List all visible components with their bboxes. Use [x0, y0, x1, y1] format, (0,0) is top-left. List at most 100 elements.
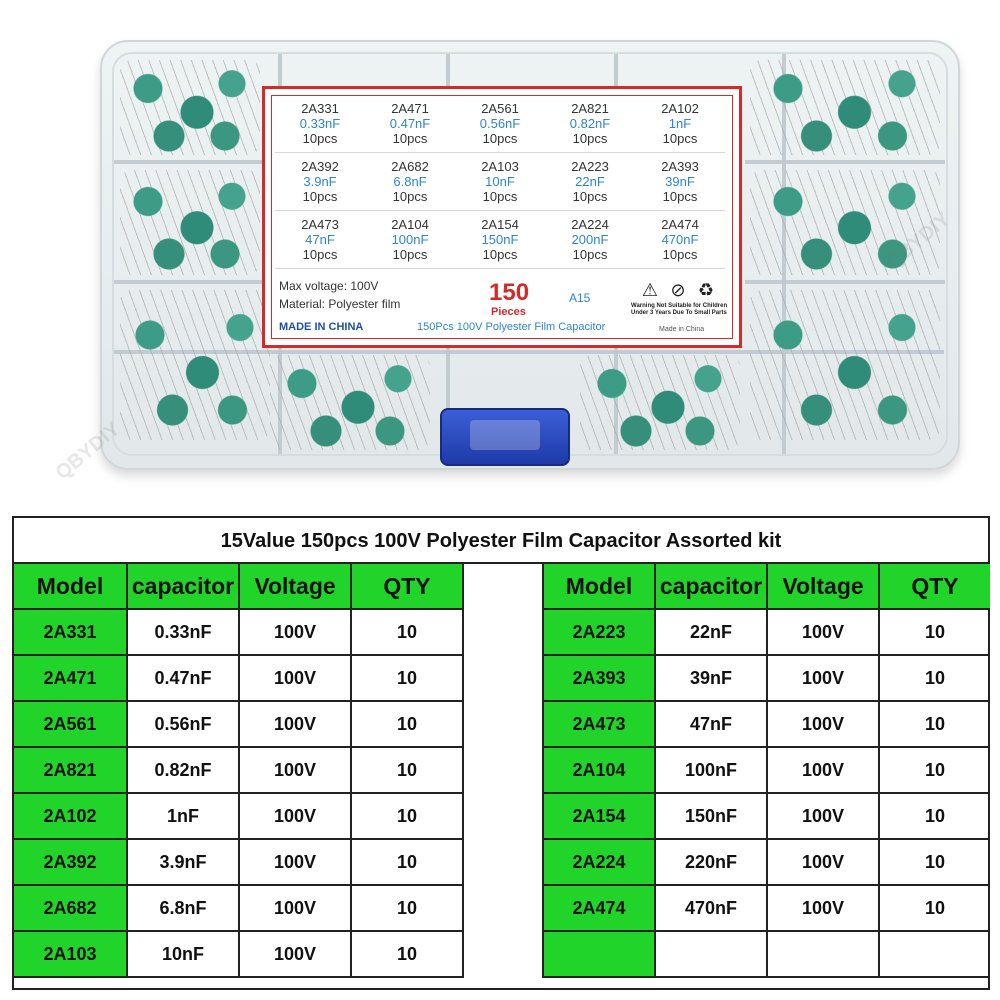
table-cell: 100V [240, 656, 352, 702]
table-cell [656, 932, 768, 978]
label-value: 6.8nF [393, 174, 427, 189]
capacitor-pile [120, 60, 260, 155]
table-cell: 10 [352, 610, 464, 656]
label-code: 2A104 [391, 217, 429, 232]
table-cell: 100V [768, 610, 880, 656]
table-cell: 100V [240, 840, 352, 886]
recycle-icon: ♻ [697, 280, 715, 300]
table-cell: 2A471 [14, 656, 128, 702]
label-qty: 10pcs [662, 247, 698, 262]
label-qty: 10pcs [572, 189, 608, 204]
label-value: 3.9nF [303, 174, 337, 189]
label-code: 2A393 [661, 159, 699, 174]
table-cell: 2A392 [14, 840, 128, 886]
table-cell: Model [542, 564, 656, 610]
table-cell: 10 [352, 932, 464, 978]
capacitor-pile [270, 355, 430, 450]
table-cell: 2A561 [14, 702, 128, 748]
label-piece-unit: Pieces [491, 306, 526, 318]
table-cell: QTY [880, 564, 990, 610]
capacitor-pile [580, 355, 740, 450]
compartment-divider [114, 160, 274, 164]
label-code: 2A471 [391, 101, 429, 116]
table-cell: capacitor [128, 564, 240, 610]
capacitor-pile [120, 170, 260, 275]
capacitor-pile [120, 290, 270, 440]
table-cell: 22nF [656, 610, 768, 656]
label-qty: 10pcs [392, 131, 428, 146]
table-cell: 100V [240, 932, 352, 978]
table-cell: 2A103 [14, 932, 128, 978]
table-cell: 0.82nF [128, 748, 240, 794]
table-cell: 10 [880, 840, 990, 886]
box-latch [440, 408, 570, 466]
label-value: 39nF [665, 174, 695, 189]
table-cell: 100V [240, 794, 352, 840]
label-inner-border [271, 95, 733, 339]
table-cell: 100V [768, 886, 880, 932]
label-qty: 10pcs [302, 131, 338, 146]
label-qty: 10pcs [662, 131, 698, 146]
label-code: 2A223 [571, 159, 609, 174]
label-value: 10nF [485, 174, 515, 189]
table-cell: 10 [352, 748, 464, 794]
capacitor-pile [750, 290, 940, 440]
table-cell: 100V [768, 748, 880, 794]
table-cell: 3.9nF [128, 840, 240, 886]
label-value: 200nF [571, 232, 609, 247]
table-cell: 100V [768, 794, 880, 840]
label-qty: 10pcs [482, 131, 518, 146]
table-cell: Model [14, 564, 128, 610]
label-value: 47nF [305, 232, 335, 247]
label-value: 150nF [481, 232, 519, 247]
table-gap [466, 564, 542, 990]
table-cell: 10 [880, 748, 990, 794]
table-cell: 39nF [656, 656, 768, 702]
table-cell: 10 [352, 794, 464, 840]
table-cell: 10nF [128, 932, 240, 978]
label-code: 2A682 [391, 159, 429, 174]
table-cell: 0.47nF [128, 656, 240, 702]
label-code: 2A331 [301, 101, 339, 116]
label-qty: 10pcs [482, 189, 518, 204]
label-code: 2A102 [661, 101, 699, 116]
label-caption: 150Pcs 100V Polyester Film Capacitor [417, 321, 606, 333]
label-warning-text: Warning Not Suitable for Children Under … [631, 303, 728, 316]
label-qty: 10pcs [572, 131, 608, 146]
table-cell: 10 [880, 610, 990, 656]
label-qty: 10pcs [392, 247, 428, 262]
table-cell: 100nF [656, 748, 768, 794]
label-qty: 10pcs [392, 189, 428, 204]
table-cell: 100V [768, 702, 880, 748]
table-cell: 100V [240, 610, 352, 656]
label-value: 0.47nF [389, 116, 431, 131]
table-cell: QTY [352, 564, 464, 610]
label-value: 470nF [661, 232, 699, 247]
label-qty: 10pcs [572, 247, 608, 262]
table-row [542, 932, 990, 978]
table-title: 15Value 150pcs 100V Polyester Film Capac… [14, 518, 988, 564]
compartment-divider [745, 160, 945, 164]
table-cell: 10 [880, 886, 990, 932]
